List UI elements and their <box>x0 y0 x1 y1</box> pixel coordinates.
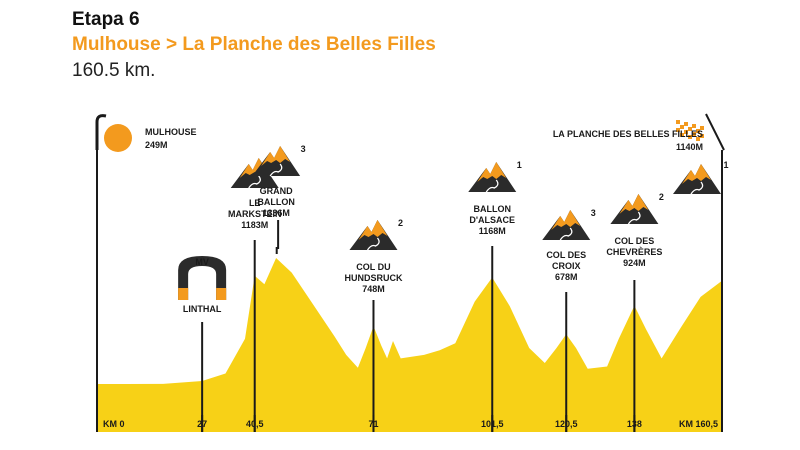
stage-route: Mulhouse > La Planche des Belles Filles <box>72 34 436 55</box>
climb-label: 1168M <box>479 226 506 236</box>
flag-square <box>676 128 680 132</box>
sprint-arch-body <box>178 256 227 300</box>
flag-square <box>696 129 700 133</box>
climb-label: GRAND <box>260 186 293 196</box>
flag-square <box>700 134 704 138</box>
climb-label: HUNDSRUCK <box>344 273 402 283</box>
finish-flag-icon <box>676 113 725 151</box>
climb-label: 748M <box>362 284 385 294</box>
flag-square <box>692 132 696 136</box>
climb-icon <box>542 210 591 241</box>
flag-square <box>684 122 688 126</box>
flag-square <box>680 133 684 137</box>
mountain-dark <box>542 210 591 240</box>
climb-category: 3 <box>591 208 596 218</box>
mountain-snow <box>358 220 388 240</box>
climb-marker-line <box>275 220 280 254</box>
start-name: MULHOUSE <box>145 127 197 137</box>
climb-category: 3 <box>301 144 306 154</box>
elevation-area <box>97 258 722 410</box>
mountain-road <box>559 227 573 241</box>
climb-label: COL DES <box>614 236 654 246</box>
mountain-snow <box>551 210 581 230</box>
mountain-road <box>690 181 704 195</box>
mountain-dark <box>468 162 517 192</box>
sprint-arch-icon <box>178 256 227 300</box>
climb-label: CHEVRÈRES <box>606 247 662 257</box>
flag-square <box>684 130 688 134</box>
flag-square <box>696 137 700 141</box>
finish-climb-category: 1 <box>723 160 728 170</box>
stage-distance: 160.5 km. <box>72 60 156 81</box>
climb-category: 2 <box>659 192 664 202</box>
climb-category: 1 <box>517 160 522 170</box>
climb-label: MARKSTEIN <box>228 209 282 219</box>
flag-square <box>688 135 692 139</box>
mountain-road <box>366 237 380 251</box>
climb-icon <box>252 146 301 177</box>
flag-square <box>700 126 704 130</box>
axis-tick-label: KM 0 <box>103 419 125 429</box>
climb-label: COL DES <box>546 250 586 260</box>
climb-label: LE <box>249 198 261 208</box>
climb-icon <box>468 162 517 193</box>
climb-label: BALLON <box>257 197 295 207</box>
climb-label: COL DU <box>356 262 390 272</box>
climb-label: BALLON <box>473 204 511 214</box>
mountain-dark <box>673 164 721 194</box>
sprint-arch-leg <box>216 288 227 300</box>
climb-icon <box>349 220 398 251</box>
finish-altitude: 1140M <box>676 142 703 152</box>
climb-category: 2 <box>398 218 403 228</box>
flag-square <box>692 124 696 128</box>
climb-label: CROIX <box>552 261 581 271</box>
flag-square <box>688 127 692 131</box>
mountain-snow <box>682 164 711 184</box>
mountain-dark <box>252 146 301 176</box>
climb-label: 924M <box>623 258 646 268</box>
sprint-arch-leg <box>178 288 189 300</box>
mountain-road <box>627 211 641 225</box>
finish-name: LA PLANCHE DES BELLES FILLES <box>553 129 703 139</box>
flag-square <box>676 120 680 124</box>
mountain-snow <box>477 162 507 182</box>
sprint-badge: MV <box>195 257 209 267</box>
climb-label: D'ALSACE <box>469 215 515 225</box>
climb-label: 1336M <box>262 208 290 218</box>
finish-climb-icon <box>673 164 721 195</box>
mountain-road <box>485 179 499 193</box>
climb-icon <box>610 194 659 225</box>
mountain-road <box>248 175 261 189</box>
flag-pole <box>705 113 725 151</box>
mountain-snow <box>239 158 269 178</box>
mountain-dark <box>610 194 659 224</box>
stage-header: Etapa 6 Mulhouse > La Planche des Belles… <box>72 8 436 84</box>
climb-label: 1183M <box>241 220 268 230</box>
flag-square <box>680 125 684 129</box>
climb-label: 678M <box>555 272 578 282</box>
start-altitude: 249M <box>145 140 168 150</box>
start-logo-mark <box>95 114 107 150</box>
stage-title: Etapa 6 <box>72 9 140 30</box>
mountain-snow <box>261 146 291 166</box>
axis-tick-label: KM 160,5 <box>679 419 718 429</box>
mountain-dark <box>349 220 398 250</box>
mountain-road <box>269 163 283 177</box>
mountain-snow <box>619 194 649 214</box>
sprint-name: LINTHAL <box>183 304 222 314</box>
start-logo-circle <box>104 124 132 152</box>
